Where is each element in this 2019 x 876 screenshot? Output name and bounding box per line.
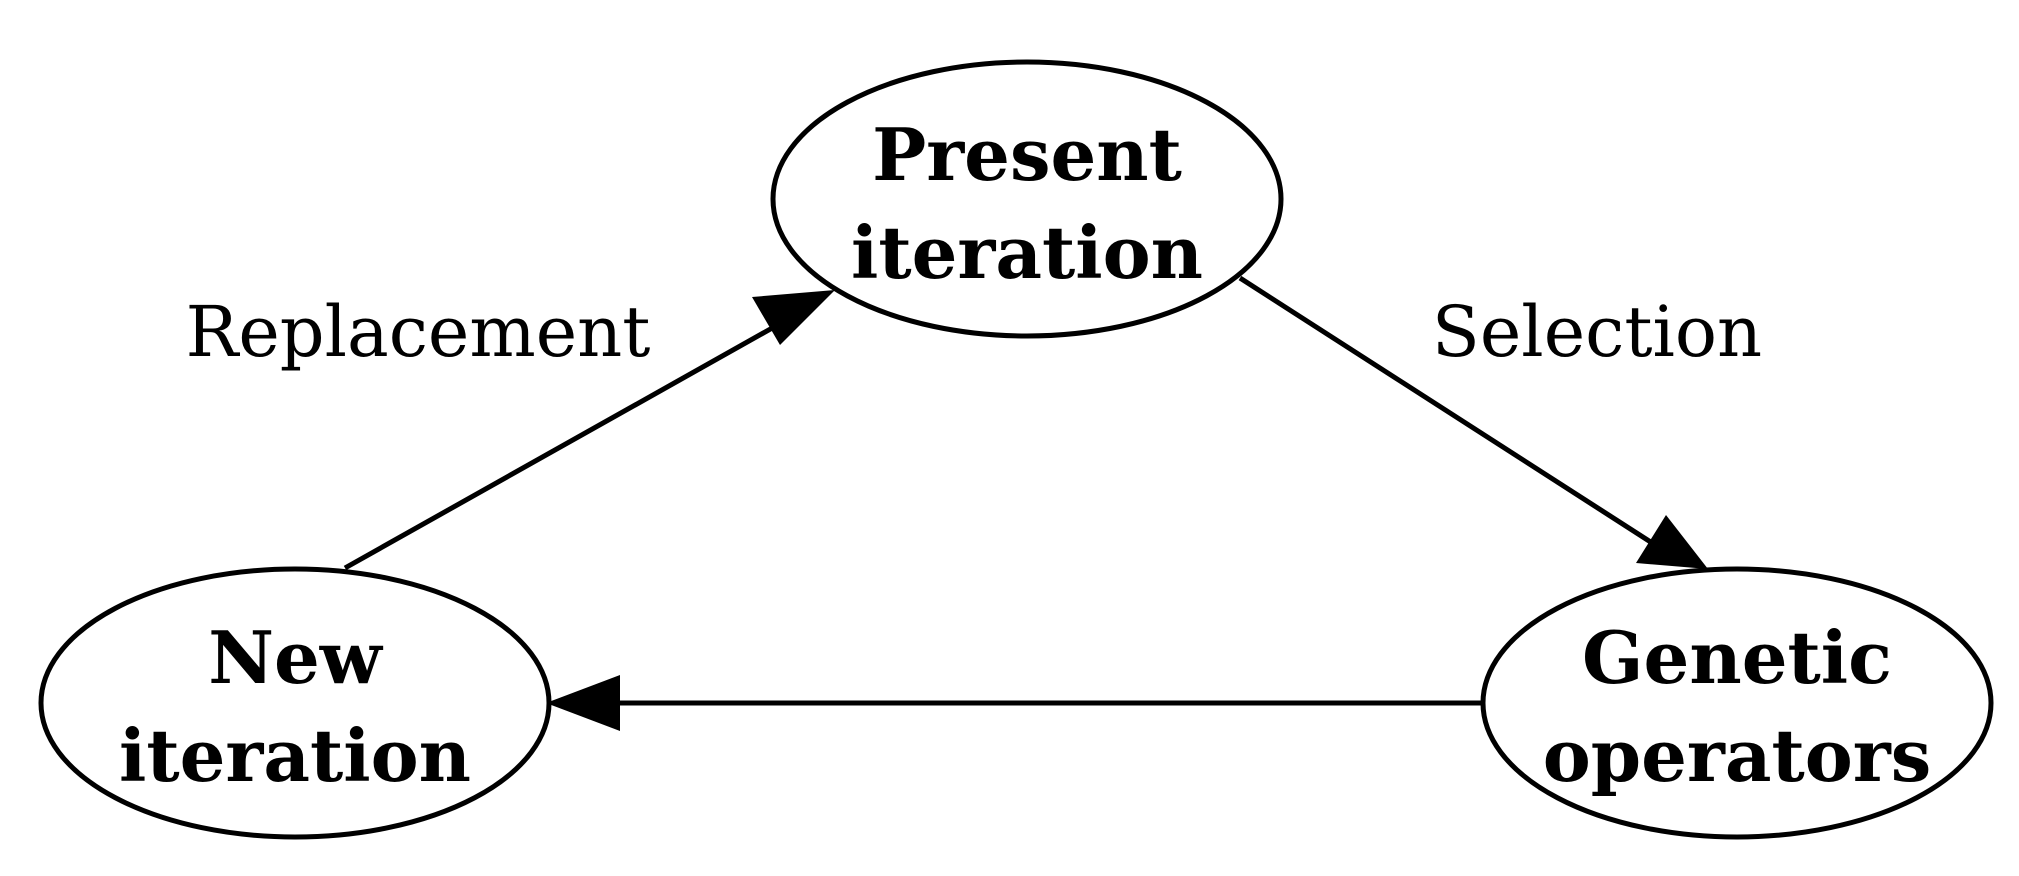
edge-selection-line (1238, 275, 1662, 551)
node-genetic-operators: Genetic operators (1480, 566, 1994, 840)
edge-to-new-iteration-arrowhead (546, 675, 620, 731)
edge-replacement-line (343, 315, 792, 571)
node-genetic-operators-line1: Genetic (1582, 615, 1892, 700)
edge-replacement-arrowhead (752, 290, 835, 345)
edge-to-new-iteration (546, 675, 1484, 731)
edge-label-selection: Selection (1432, 291, 1762, 373)
node-new-iteration-line2: iteration (119, 713, 471, 798)
node-present-iteration-line2: iteration (851, 210, 1203, 295)
node-present-iteration-line1: Present (872, 112, 1182, 197)
edge-replacement (343, 290, 835, 571)
node-present-iteration: Present iteration (770, 59, 1284, 339)
node-new-iteration-line1: New (208, 615, 384, 700)
edge-label-replacement: Replacement (186, 291, 651, 373)
node-genetic-operators-ellipse (1480, 566, 1994, 840)
edge-selection (1238, 275, 1708, 569)
node-new-iteration-ellipse (38, 566, 552, 840)
node-genetic-operators-line2: operators (1543, 713, 1932, 798)
edge-selection-arrowhead (1636, 515, 1708, 569)
node-new-iteration: New iteration (38, 566, 552, 840)
node-present-iteration-ellipse (770, 59, 1284, 339)
